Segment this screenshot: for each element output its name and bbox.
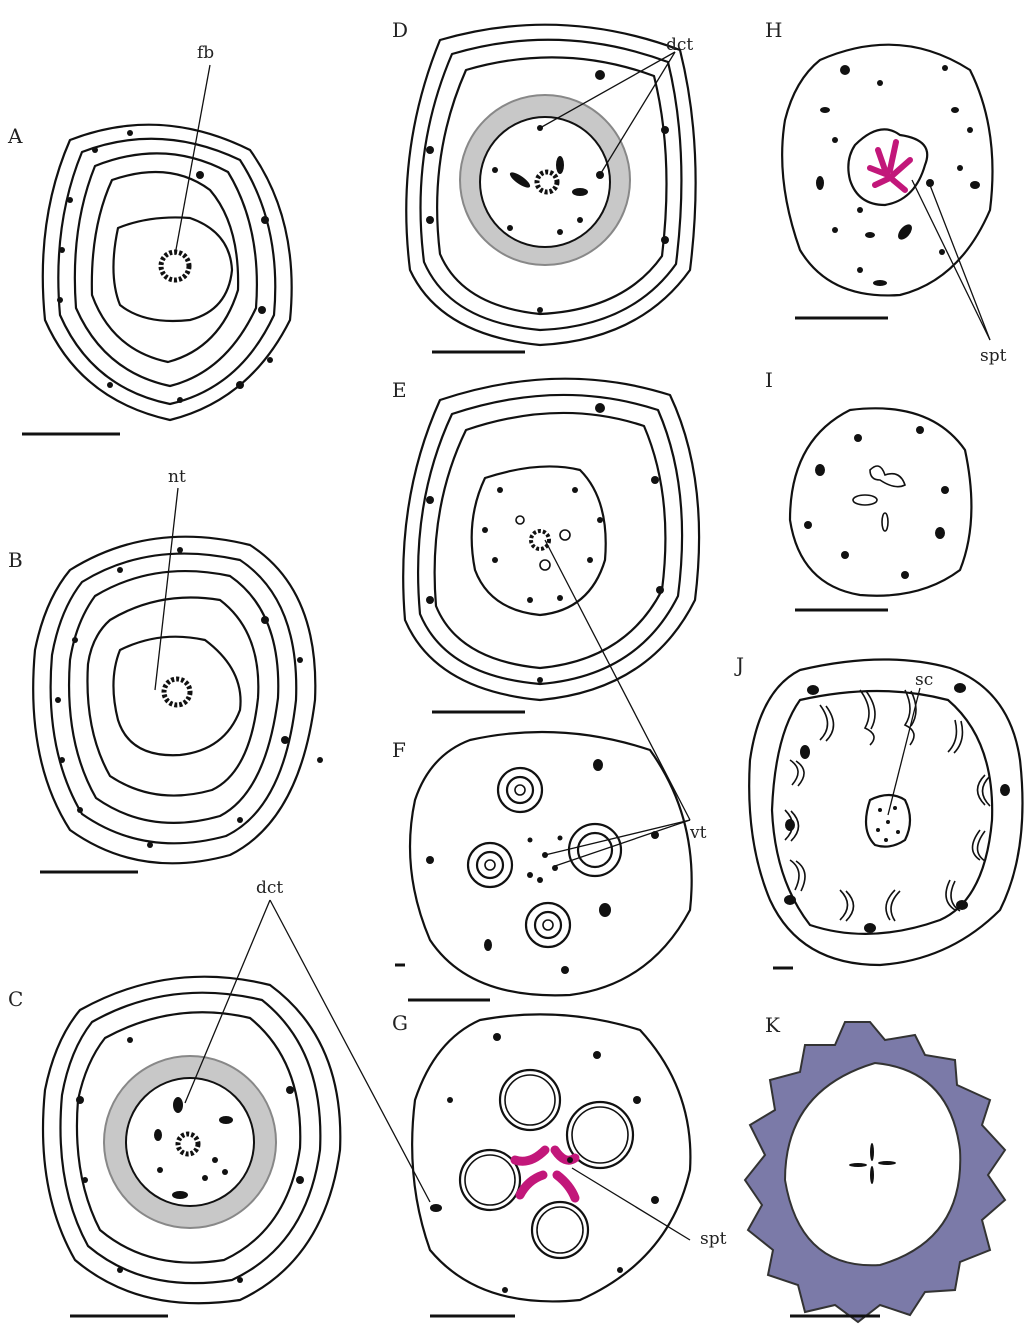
panel-letter-k: K xyxy=(765,1013,781,1037)
panel-h: H spt xyxy=(765,18,1007,366)
panel-letter-f: F xyxy=(392,738,406,762)
panel-c: C dct xyxy=(8,878,430,1316)
panel-letter-i: I xyxy=(765,368,773,392)
panel-g: G spt xyxy=(392,1011,727,1316)
label-fb: fb xyxy=(197,43,214,63)
label-spt-h: spt xyxy=(980,346,1007,366)
label-dct-d: dct xyxy=(666,35,693,55)
panel-letter-c: C xyxy=(8,987,23,1011)
panel-f: F vt xyxy=(392,540,707,1000)
panel-e: E xyxy=(392,378,699,712)
panel-d: D dct xyxy=(392,18,696,352)
label-spt-g: spt xyxy=(700,1229,727,1249)
label-nt: nt xyxy=(168,467,186,487)
panel-i: I xyxy=(765,368,971,610)
panel-j: J sc xyxy=(734,653,1023,968)
panel-letter-b: B xyxy=(8,548,23,572)
panel-k: K xyxy=(745,1013,1005,1322)
panel-letter-e: E xyxy=(392,378,407,402)
panel-b: B nt xyxy=(8,467,323,872)
panel-letter-d: D xyxy=(392,18,408,42)
panel-letter-j: J xyxy=(734,653,744,677)
panel-letter-h: H xyxy=(765,18,782,42)
panel-letter-g: G xyxy=(392,1011,408,1035)
label-dct-c: dct xyxy=(256,878,283,898)
label-vt: vt xyxy=(689,823,707,843)
panel-letter-a: A xyxy=(7,124,23,148)
label-sc: sc xyxy=(915,670,933,690)
panel-a: A fb xyxy=(7,43,292,434)
